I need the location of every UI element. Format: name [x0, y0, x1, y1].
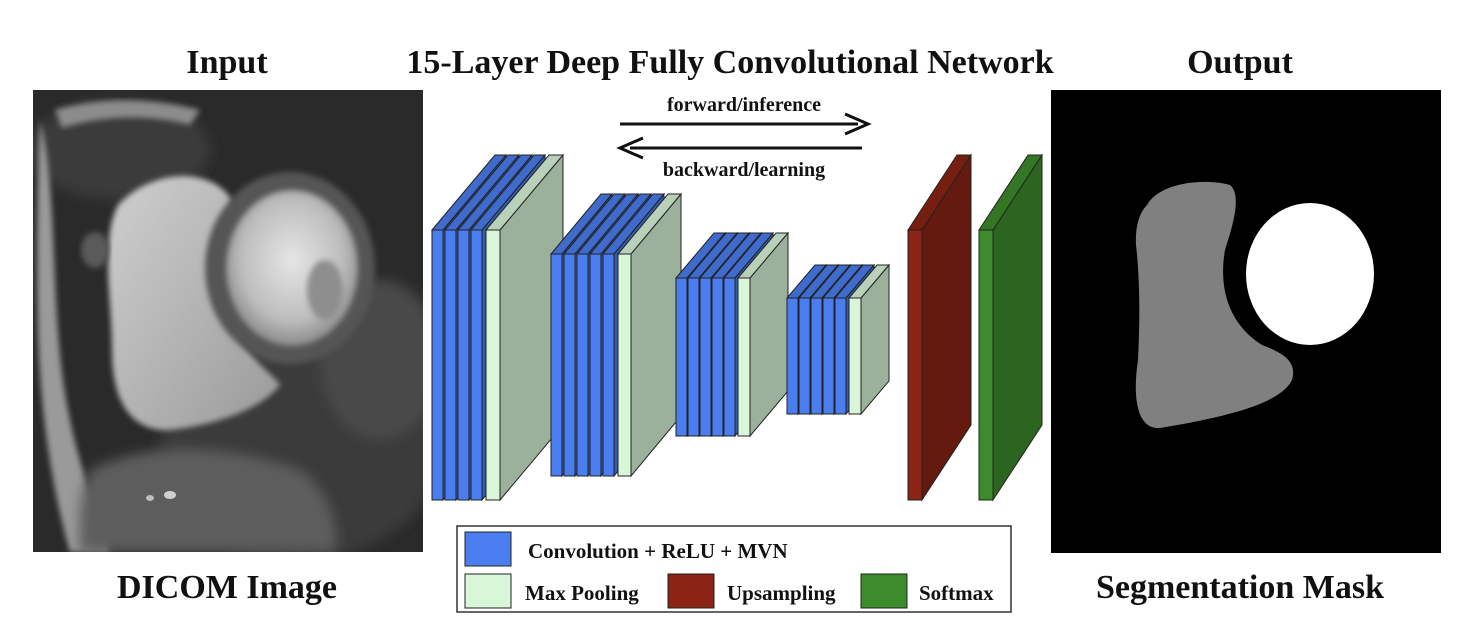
conv-layer-1-4	[470, 229, 483, 501]
output-caption: Segmentation Mask	[1095, 569, 1385, 606]
forward-arrow	[620, 112, 872, 136]
forward-arrow-label: forward/inference	[667, 94, 821, 116]
conv-layer-3-5	[723, 277, 736, 437]
dicom-image	[33, 90, 423, 552]
conv-layer-1-2	[444, 229, 457, 501]
conv-layer-1-1	[431, 229, 444, 501]
backward-arrow-label: backward/learning	[663, 159, 825, 181]
input-caption: DICOM Image	[116, 569, 338, 606]
legend-label-upsampling: Upsampling	[727, 581, 836, 605]
conv-layer-4-4	[822, 297, 835, 415]
network-title: 15-Layer Deep Fully Convolutional Networ…	[406, 44, 1054, 81]
conv-layer-3-3	[699, 277, 712, 437]
conv-layer-3-2	[687, 277, 700, 437]
conv-layer-4-3	[810, 297, 823, 415]
conv-layer-2-5	[602, 253, 615, 477]
network-layers	[430, 153, 1043, 502]
legend-swatch-conv	[464, 531, 512, 567]
pool-layer-1	[485, 229, 501, 501]
pool-layer-4	[848, 297, 862, 415]
legend-swatch-softmax	[860, 573, 908, 609]
legend: Convolution + ReLU + MVN Max Pooling Ups…	[456, 525, 1012, 613]
conv-layer-2-1	[550, 253, 563, 477]
conv-layer-3-4	[711, 277, 724, 437]
conv-layer-1-3	[457, 229, 470, 501]
conv-layer-2-3	[576, 253, 589, 477]
softmax-layer	[978, 229, 994, 501]
conv-layer-4-2	[798, 297, 811, 415]
upsampling-layer	[907, 229, 923, 501]
conv-layer-2-4	[589, 253, 602, 477]
legend-swatch-pool	[464, 573, 512, 609]
pool-layer-2	[617, 253, 632, 477]
conv-layer-3-1	[675, 277, 688, 437]
conv-layer-2-2	[563, 253, 576, 477]
segmentation-mask	[1051, 90, 1441, 553]
pool-layer-3	[737, 277, 751, 437]
legend-label-conv: Convolution + ReLU + MVN	[528, 539, 788, 563]
legend-swatch-upsampling	[667, 573, 715, 609]
legend-label-softmax: Softmax	[919, 581, 994, 605]
output-heading: Output	[1187, 44, 1293, 81]
legend-label-pool: Max Pooling	[525, 581, 639, 605]
conv-layer-4-5	[834, 297, 847, 415]
conv-layer-4-1	[786, 297, 799, 415]
input-heading: Input	[186, 44, 268, 81]
backward-arrow	[616, 136, 862, 160]
